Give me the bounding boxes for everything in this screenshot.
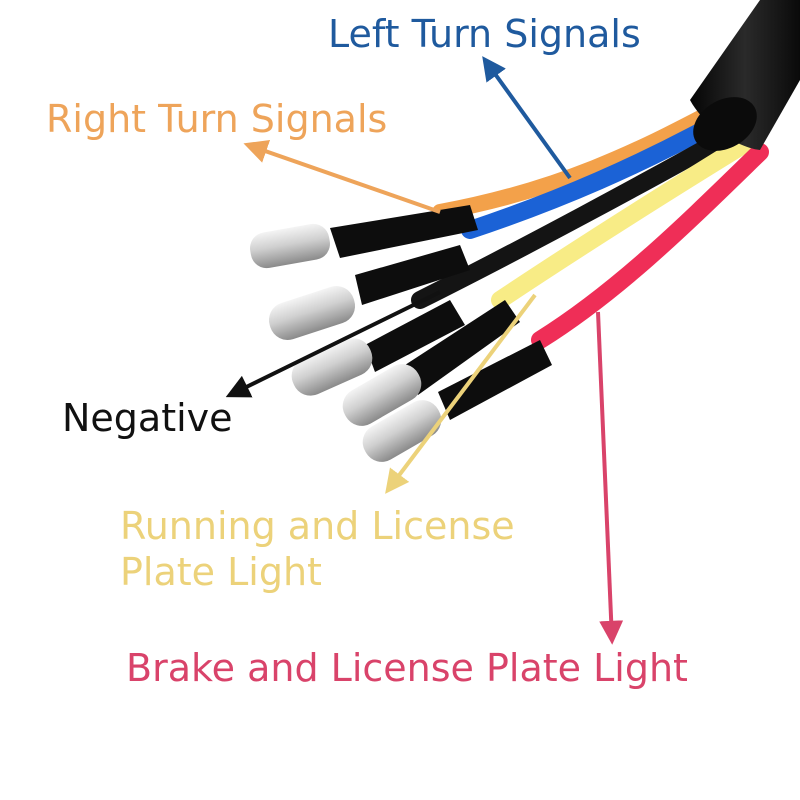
connector-4 [342, 300, 520, 426]
arrow-running [385, 293, 537, 494]
wire-red [531, 143, 769, 349]
cable-sheath [690, 0, 800, 151]
connector-1 [250, 205, 478, 269]
label-left-turn-signals: Left Turn Signals [328, 12, 641, 56]
connector-2 [268, 245, 470, 340]
wire-yellow [491, 133, 757, 309]
label-running-line2: Plate Light [120, 550, 322, 594]
label-right-turn-signals: Right Turn Signals [46, 97, 388, 141]
arrow-negative [225, 290, 441, 398]
arrow-right-turn [243, 139, 441, 214]
wires [411, 104, 769, 349]
label-running-line1: Running and License [120, 504, 515, 548]
arrow-left-turn [482, 56, 572, 180]
wire-orange [432, 104, 720, 220]
connector-3 [291, 300, 465, 396]
wire-blue [461, 111, 731, 239]
connector-5 [362, 340, 552, 462]
label-brake-and-license: Brake and License Plate Light [126, 646, 688, 690]
wire-black [411, 123, 744, 309]
arrow-brake [596, 311, 624, 645]
label-negative: Negative [62, 396, 233, 440]
